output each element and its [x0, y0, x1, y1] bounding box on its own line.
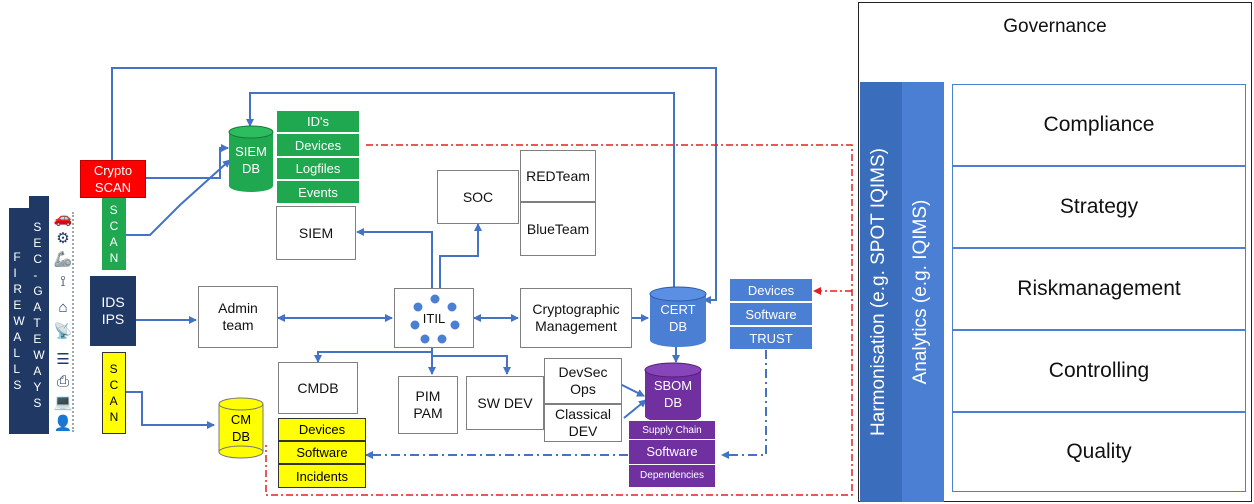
robot-arm-icon: 🦾 [53, 251, 73, 268]
vertical-letter: L [13, 346, 21, 360]
vertical-letter: S [33, 220, 42, 234]
house-icon: ⌂ [58, 298, 68, 316]
itil-label: ITIL [422, 310, 446, 326]
vertical-letter: - [33, 268, 38, 282]
vertical-letter: E [33, 236, 42, 250]
vertical-letter: A [13, 330, 22, 344]
itil-cycle-icon [409, 293, 461, 345]
user-icon: 👤 [53, 415, 73, 432]
vertical-letter: A [33, 300, 42, 314]
vertical-letter: N [109, 251, 119, 265]
analytics-label: Analytics (e.g. IQIMS) [910, 199, 931, 385]
trust-item: Software [729, 302, 813, 326]
ids-ips: IDS IPS [90, 276, 136, 346]
soc-box: SOC [437, 170, 519, 224]
governance-row-quality: Quality [952, 412, 1246, 492]
cm-db-label: CM DB [230, 412, 252, 444]
vertical-letter: Y [33, 380, 42, 394]
siem-db-item: Logfiles [276, 157, 360, 180]
cmdb-item: Software [278, 441, 366, 464]
crypto-scan: Crypto SCAN [80, 160, 146, 198]
vertical-letter: T [33, 316, 41, 330]
governance-row-riskmanagement: Riskmanagement [952, 248, 1246, 330]
trust-items: Devices Software TRUST [729, 278, 813, 350]
vertical-letter: G [33, 284, 43, 298]
sbom-item: Supply Chain [642, 425, 702, 436]
siem-db-items: ID's Devices Logfiles Events [276, 110, 360, 204]
satellite-icon: 📡 [53, 323, 73, 340]
trust-item: Devices [729, 278, 813, 302]
sbom-db-label: SBOM DB [653, 378, 693, 410]
vertical-letter: I [13, 266, 17, 280]
vertical-letter: E [33, 332, 42, 346]
redteam-box: REDTeam [520, 150, 596, 202]
sbom-item: Software [629, 439, 715, 465]
tower-icon: ⟟ [60, 272, 66, 290]
blueteam-box: BlueTeam [520, 202, 596, 256]
siem-db-item: Devices [276, 133, 360, 157]
vertical-letter: C [109, 378, 119, 392]
vertical-letter: S [109, 362, 118, 376]
cmdb-box: CMDB [278, 362, 358, 414]
analytics-bar [902, 82, 944, 502]
harmonisation-bar [860, 82, 902, 502]
cmdb-item: Incidents [278, 464, 366, 488]
vertical-letter: A [109, 235, 118, 249]
governance-row-compliance: Compliance [952, 84, 1246, 166]
vertical-letter: E [13, 298, 22, 312]
pim-pam-box: PIM PAM [398, 376, 458, 434]
vertical-letter: W [33, 348, 45, 362]
devsecops-box: DevSec Ops [544, 358, 622, 404]
vertical-letter: A [33, 364, 42, 378]
printer-icon: ⎙ [56, 372, 69, 390]
governance-row-strategy: Strategy [952, 166, 1246, 248]
wind-turbine-icon: ⚙ [56, 230, 70, 247]
vertical-letter: C [33, 252, 42, 266]
governance-row-controlling: Controlling [952, 330, 1246, 412]
trust-item: TRUST [729, 326, 813, 350]
vertical-letter: F [13, 250, 21, 264]
vertical-letter: A [109, 394, 118, 408]
siem-db-item: Events [276, 180, 360, 204]
vertical-letter: R [13, 282, 22, 296]
admin-team-box: Admin team [198, 286, 278, 348]
siem-db-label: SIEM DB [235, 144, 267, 176]
siem-db-item: ID's [276, 110, 360, 133]
itil-box: ITIL [394, 288, 474, 348]
vertical-letter: N [109, 410, 119, 424]
harmonisation-label: Harmonisation (e.g. SPOT IQIMS) [868, 148, 889, 436]
vertical-letter: S [33, 396, 42, 410]
vertical-letter: W [13, 314, 25, 328]
device-padlocks [72, 212, 80, 432]
server-rack-icon: ☰ [56, 351, 70, 368]
sbom-items: Supply Chain Software Dependencies [628, 420, 716, 488]
sbom-item: Dependencies [640, 470, 704, 481]
vertical-letter: S [13, 378, 22, 392]
vertical-letter: S [109, 203, 118, 217]
cmdb-items: Devices Software Incidents [278, 418, 366, 488]
vertical-letter: L [13, 362, 21, 376]
car-icon: 🚗 [53, 210, 73, 227]
governance-title: Governance [1003, 16, 1107, 37]
cert-db-label: CERT DB [660, 302, 696, 334]
classical-dev-box: Classical DEV [544, 404, 622, 442]
laptop-icon: 💻 [53, 394, 73, 411]
siem-box: SIEM [276, 206, 356, 260]
sw-dev-box: SW DEV [466, 376, 544, 430]
vertical-letter: C [109, 219, 119, 233]
cmdb-item: Devices [278, 418, 366, 441]
cryptographic-management-box: Cryptographic Management [520, 288, 632, 348]
